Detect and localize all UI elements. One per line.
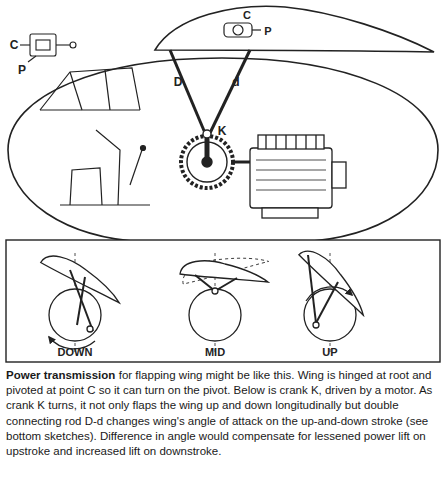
- pin-letter: P: [264, 26, 271, 37]
- pivot-inset: [20, 34, 76, 62]
- stroke-sketches: [308, 255, 316, 323]
- stroke-sketches: [313, 322, 319, 328]
- connecting-rod: [210, 50, 250, 133]
- stroke-sketches: [87, 326, 93, 332]
- bottom-panel: [6, 240, 440, 362]
- stroke-label: UP: [322, 347, 337, 358]
- stroke-sketches: [179, 242, 269, 355]
- stroke-sketches: [180, 261, 268, 282]
- stroke-sketches: [294, 244, 376, 355]
- wing: [155, 6, 434, 52]
- bottom-panel: [6, 240, 440, 362]
- pivot-letter: C: [243, 10, 251, 21]
- engine: [233, 161, 250, 164]
- engine: [266, 135, 316, 149]
- crank: [205, 135, 210, 162]
- stroke-sketches: [195, 275, 215, 291]
- engine: [258, 135, 324, 149]
- stroke-sketches: [38, 242, 377, 355]
- fuselage: [8, 58, 438, 242]
- crank: [181, 136, 233, 188]
- stroke-sketches: [306, 287, 352, 301]
- cockpit: [70, 72, 82, 110]
- stroke-label: MID: [205, 347, 225, 358]
- caption-text: for flapping wing might be like this. Wi…: [6, 369, 432, 457]
- stroke-sketches: [215, 278, 237, 291]
- cockpit: [60, 204, 150, 205]
- pivot-inset: [70, 42, 76, 48]
- stroke-sketches: [70, 270, 93, 331]
- crank: [203, 130, 211, 138]
- stroke-sketches: [38, 250, 128, 355]
- caption-block: Power transmissionfor flapping wing migh…: [6, 368, 440, 459]
- pivot: [224, 23, 252, 37]
- stroke-label: DOWN: [58, 347, 93, 358]
- pivot-inset: [56, 44, 70, 45]
- engine: [233, 135, 346, 218]
- pivot-inset: [36, 40, 50, 50]
- pivot-inset: [20, 44, 30, 45]
- engine: [250, 148, 332, 208]
- cockpit: [70, 168, 102, 205]
- stroke-sketches: [294, 244, 376, 315]
- pivot: [224, 23, 261, 37]
- wing: [155, 6, 434, 52]
- engine: [332, 162, 346, 188]
- stroke-sketches: [77, 277, 85, 325]
- stroke-sketches: [212, 288, 218, 294]
- stroke-sketches: [180, 261, 268, 282]
- pin-letter: P: [18, 64, 26, 76]
- pivot-inset: [28, 56, 36, 62]
- cockpit: [105, 70, 110, 110]
- cockpit: [40, 109, 140, 110]
- pivot-inset: [30, 34, 56, 56]
- cockpit: [40, 68, 140, 110]
- connecting-rod: [170, 50, 205, 133]
- stroke-sketches: [49, 289, 101, 341]
- engine: [262, 208, 318, 218]
- crank: [181, 130, 233, 188]
- stroke-sketches: [316, 282, 338, 323]
- cockpit: [130, 150, 142, 185]
- rod-letter: D: [174, 76, 183, 88]
- engine: [256, 160, 326, 190]
- stroke-sketches: [189, 289, 241, 341]
- pivot-letter: C: [10, 39, 19, 51]
- stroke-sketches: [294, 244, 376, 315]
- fuselage: [8, 58, 438, 242]
- cockpit: [141, 146, 146, 151]
- stroke-sketches: [179, 242, 269, 292]
- pivot: [233, 25, 243, 35]
- crank-letter: K: [218, 125, 227, 137]
- pivot: [252, 29, 261, 30]
- rod-letter: d: [232, 76, 239, 88]
- stroke-sketches: [179, 242, 269, 292]
- cockpit: [40, 68, 150, 205]
- connecting-rod: [170, 50, 250, 133]
- caption-title: Power transmission: [6, 369, 115, 381]
